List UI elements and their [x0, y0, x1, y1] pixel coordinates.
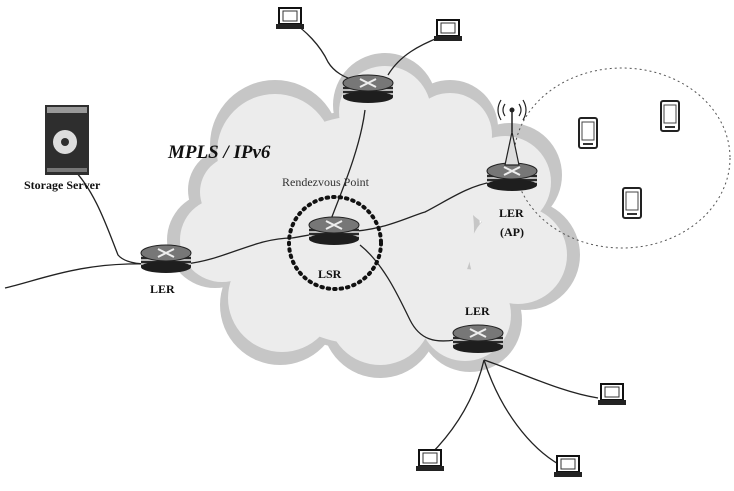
top-router-icon [342, 74, 394, 104]
ler-ap-label: LER [499, 206, 524, 220]
desktop-computer-icon [433, 19, 463, 42]
desktop-computer-icon [597, 383, 627, 406]
ler-ap-router-icon [486, 162, 538, 192]
desktop-computer-icon [553, 455, 583, 478]
rendezvous-point-label: Rendezvous Point [282, 175, 370, 189]
lsr-router-icon [308, 216, 360, 246]
network-title: MPLS / IPv6 [167, 142, 271, 163]
ler-ap-sublabel: (AP) [500, 225, 524, 239]
lsr-label: LSR [318, 267, 342, 281]
pda-icon [578, 117, 598, 149]
antenna-icon [497, 99, 527, 166]
pda-icon [622, 187, 642, 219]
storage-server-icon [45, 105, 89, 175]
desktop-computer-icon [275, 7, 305, 30]
ler-bottom-label: LER [465, 304, 490, 318]
desktop-computer-icon [415, 449, 445, 472]
pda-icon [660, 100, 680, 132]
rendezvous-point-boundary [287, 195, 383, 291]
ler-left-router-icon [140, 244, 192, 274]
ler-bottom-router-icon [452, 324, 504, 354]
storage-server-label: Storage Server [24, 178, 101, 192]
ler-left-label: LER [150, 282, 175, 296]
